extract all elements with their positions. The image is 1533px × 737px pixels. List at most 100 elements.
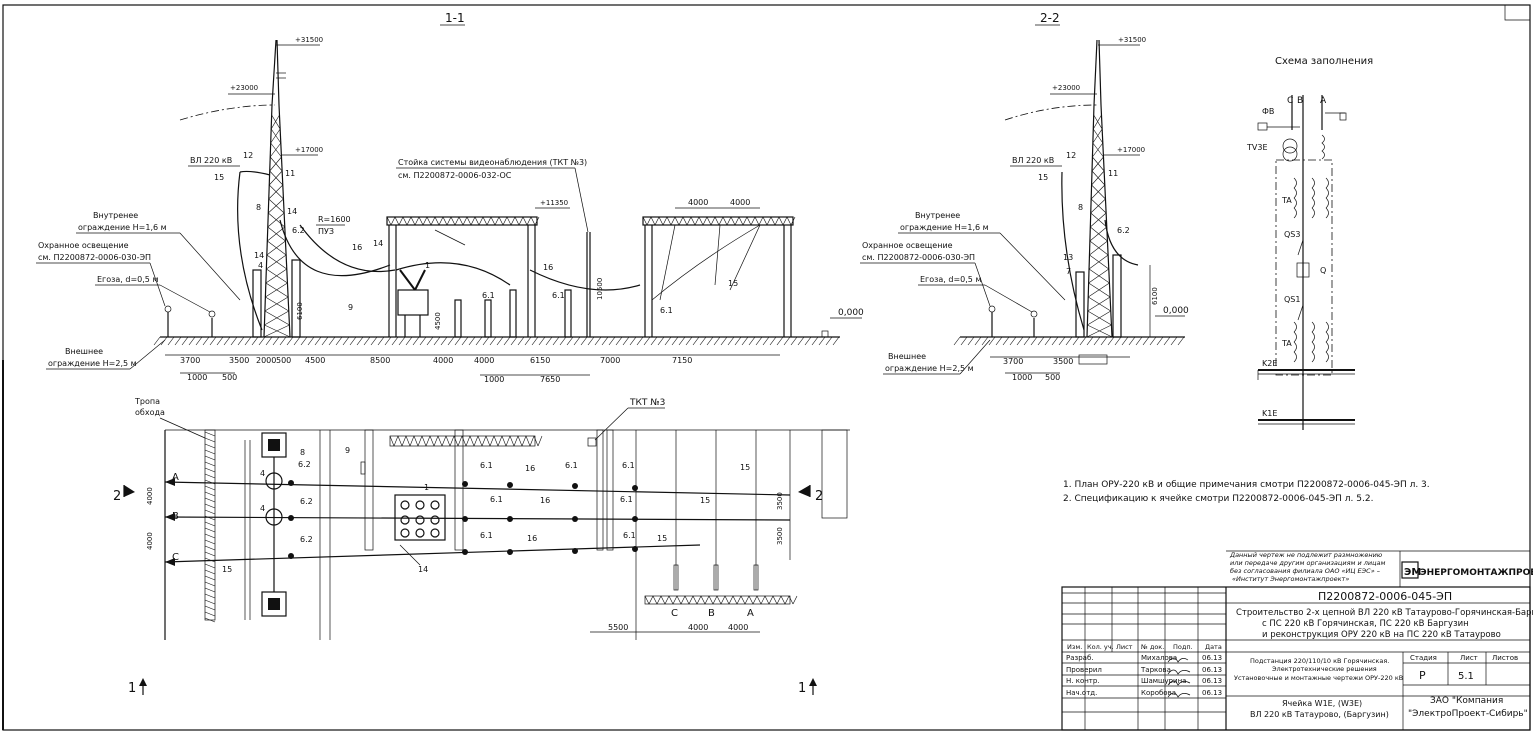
svg-text:3500: 3500 [776, 492, 784, 510]
svg-text:TA: TA [1281, 339, 1292, 348]
svg-text:4: 4 [260, 504, 265, 513]
svg-text:3700: 3700 [180, 356, 200, 365]
svg-text:C: C [671, 608, 678, 619]
svg-text:4000: 4000 [728, 623, 748, 632]
svg-text:B: B [708, 608, 715, 619]
svg-text:5.1: 5.1 [1458, 671, 1474, 682]
elev-zero-a: 0,000 [838, 308, 864, 318]
svg-text:4500: 4500 [434, 312, 442, 330]
svg-text:1000: 1000 [1012, 373, 1032, 382]
svg-text:6.1: 6.1 [620, 495, 633, 504]
svg-text:R=1600: R=1600 [318, 215, 351, 224]
svg-text:+11350: +11350 [540, 199, 568, 207]
cut-mark-2-left: 2 [113, 485, 135, 504]
svg-text:4000: 4000 [730, 198, 750, 207]
svg-text:ограждение Н=2,5 м: ограждение Н=2,5 м [885, 364, 974, 373]
plan-view: Тропа обхода A B C 8 6.2 4 6.2 4 6.2 15 … [134, 397, 850, 640]
svg-text:4000: 4000 [146, 487, 154, 505]
svg-text:6.1: 6.1 [482, 291, 495, 300]
inner-fence-label-a: Внутренее [93, 211, 138, 220]
svg-text:ЭНЕРГОМОНТАЖПРОЕКТ: ЭНЕРГОМОНТАЖПРОЕКТ [1420, 568, 1533, 578]
svg-text:6.1: 6.1 [552, 291, 565, 300]
svg-text:ЭМ: ЭМ [1404, 567, 1421, 578]
svg-text:06.13: 06.13 [1202, 689, 1222, 697]
svg-text:6.2: 6.2 [1117, 226, 1130, 235]
breaker-plan [394, 494, 446, 541]
svg-text:3500: 3500 [776, 527, 784, 545]
svg-text:TV3E: TV3E [1246, 143, 1268, 152]
svg-text:14: 14 [418, 565, 428, 574]
svg-text:06.13: 06.13 [1202, 654, 1222, 662]
svg-text:Разраб.: Разраб. [1066, 654, 1094, 662]
svg-text:16: 16 [352, 243, 362, 252]
svg-text:ФВ: ФВ [1262, 107, 1274, 116]
svg-text:7: 7 [1066, 267, 1071, 276]
svg-text:5500: 5500 [608, 623, 628, 632]
svg-text:Внешнее: Внешнее [888, 352, 926, 361]
svg-text:16: 16 [525, 464, 535, 473]
svg-text:без согласования филиала ОАО «: без согласования филиала ОАО «ИЦ ЕЭС» – [1230, 567, 1380, 575]
ground-line-1-1 [153, 336, 840, 346]
title-block: П2200872-0006-045-ЭП Строительство 2-х ц… [1061, 586, 1533, 731]
tkt3-label: ТКТ №3 [629, 398, 665, 408]
svg-text:15: 15 [222, 565, 232, 574]
svg-text:8: 8 [1078, 203, 1083, 212]
svg-text:Михалова: Михалова [1141, 654, 1177, 662]
svg-text:QS1: QS1 [1284, 295, 1300, 304]
svg-text:4000: 4000 [688, 623, 708, 632]
svg-text:TA: TA [1281, 196, 1292, 205]
svg-text:1000: 1000 [187, 373, 207, 382]
svg-text:6.1: 6.1 [565, 461, 578, 470]
portal-frame-2 [642, 216, 796, 337]
svg-text:C: C [1287, 96, 1293, 106]
svg-text:Лист: Лист [1460, 654, 1478, 662]
svg-text:Н. контр.: Н. контр. [1066, 677, 1100, 685]
svg-text:8: 8 [300, 448, 305, 457]
svg-text:Егоза, d=0,5 м: Егоза, d=0,5 м [920, 275, 981, 284]
cut-mark-1-left: 1 [128, 678, 147, 696]
egoza-label-a: Егоза, d=0,5 м [97, 275, 158, 284]
svg-text:ЗАО "Компания: ЗАО "Компания [1430, 696, 1503, 706]
svg-text:06.13: 06.13 [1202, 666, 1222, 674]
svg-text:1: 1 [128, 681, 136, 696]
svg-text:см. П2200872-0006-030-ЭП: см. П2200872-0006-030-ЭП [38, 253, 151, 262]
svg-text:обхода: обхода [135, 408, 165, 417]
svg-text:11: 11 [1108, 169, 1118, 178]
svg-text:500: 500 [276, 356, 291, 365]
svg-text:C: C [172, 552, 179, 563]
svg-text:B: B [172, 511, 179, 522]
svg-text:Таркова: Таркова [1140, 666, 1171, 674]
svg-text:ПУЗ: ПУЗ [318, 227, 334, 236]
path-label: Тропа [134, 397, 160, 406]
svg-text:1: 1 [798, 681, 806, 696]
svg-text:14: 14 [254, 251, 264, 260]
section-title-1-1: 1-1 [445, 11, 465, 25]
svg-text:4000: 4000 [688, 198, 708, 207]
svg-text:QS3: QS3 [1284, 230, 1300, 239]
code-main: П2200872-0006-045-ЭП [1318, 590, 1452, 603]
svg-text:ограждение Н=1,6 м: ограждение Н=1,6 м [900, 223, 989, 232]
svg-text:14: 14 [287, 207, 297, 216]
section-title-2-2: 2-2 [1040, 11, 1060, 25]
svg-text:Проверил: Проверил [1066, 666, 1102, 674]
svg-text:4: 4 [258, 261, 263, 270]
svg-text:Установочные и монтажные черте: Установочные и монтажные чертежи ОРУ-220… [1234, 674, 1403, 682]
stamp-warning: Данный чертеж не подлежит размножению ил… [1226, 550, 1530, 587]
svg-text:3700: 3700 [1003, 357, 1023, 366]
svg-text:Стадия: Стадия [1410, 654, 1437, 662]
elev-31500-a: +31500 [295, 36, 323, 44]
svg-text:9: 9 [345, 446, 350, 455]
svg-text:12: 12 [1066, 151, 1076, 160]
svg-text:6.2: 6.2 [292, 226, 305, 235]
brand-logo: ЭМ ЭНЕРГОМОНТАЖПРОЕКТ [1401, 561, 1533, 579]
svg-text:15: 15 [728, 279, 738, 288]
svg-text:16: 16 [543, 263, 553, 272]
svg-text:500: 500 [222, 373, 237, 382]
svg-text:14: 14 [373, 239, 383, 248]
svg-text:"ЭлектроПроект-Сибирь": "ЭлектроПроект-Сибирь" [1408, 709, 1528, 719]
svg-text:№ док.: № док. [1140, 643, 1164, 651]
svg-text:6150: 6150 [530, 356, 550, 365]
circuit-breaker-1-1 [397, 269, 429, 337]
cut-mark-1-right: 1 [798, 678, 817, 696]
svg-text:B: B [1297, 96, 1303, 106]
